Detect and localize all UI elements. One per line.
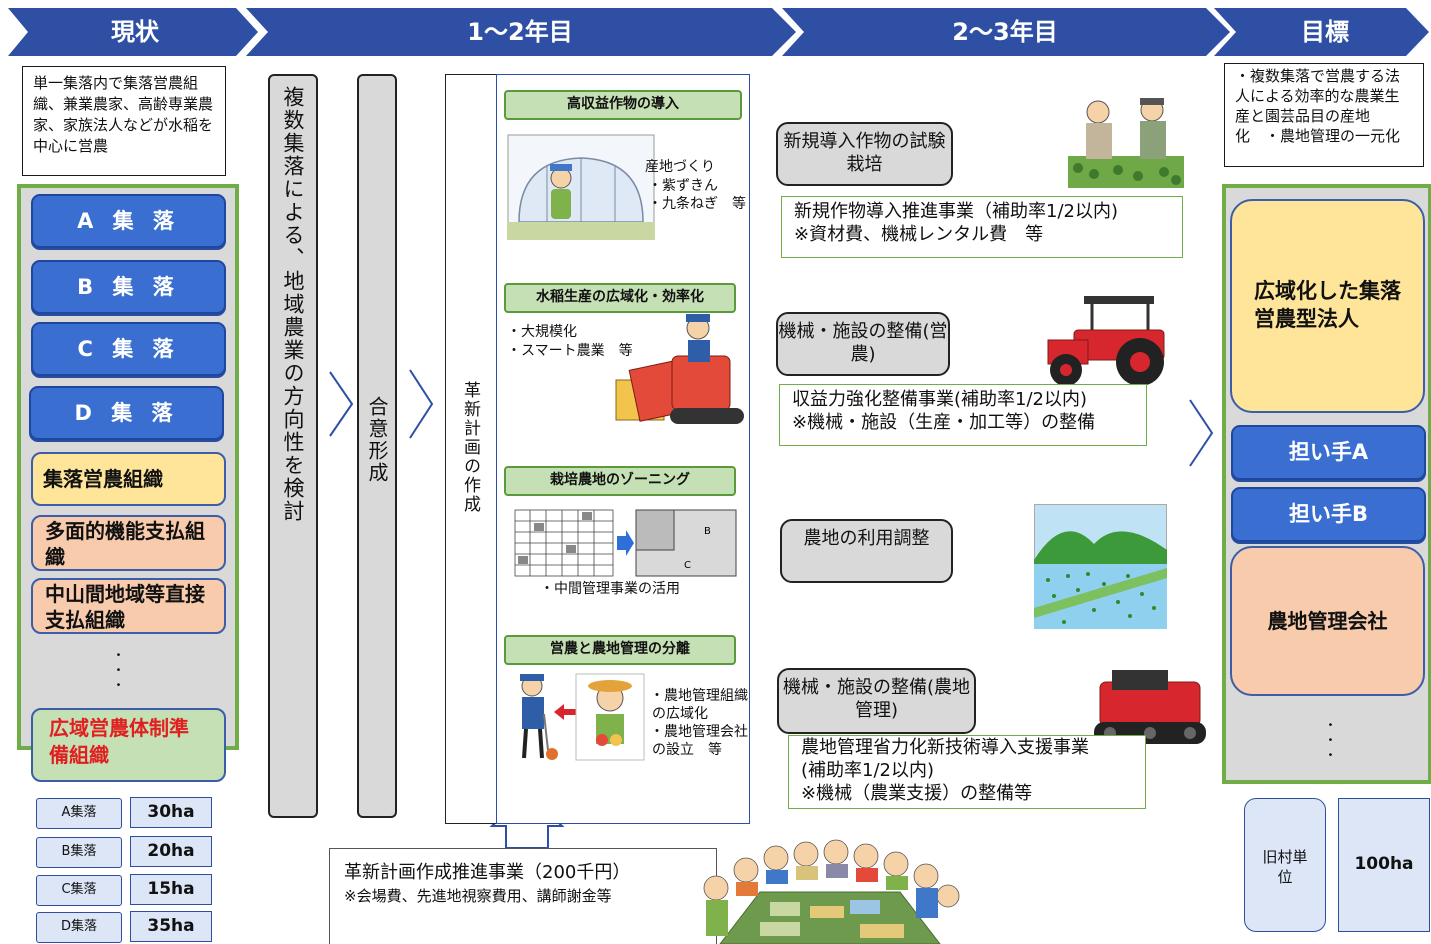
crops-line-1: 産地づくり bbox=[645, 159, 715, 175]
flow-chevron-2 bbox=[409, 369, 434, 439]
tractor-illustration bbox=[1047, 296, 1165, 386]
mountain-box: 中山間地域等直接支払組織 bbox=[31, 578, 226, 634]
labor-saving-detail-line-1: 農地管理省力化新技術導入支援事業 bbox=[801, 737, 1089, 758]
goal-description: ・複数集落で営農する法人による効率的な農業生産と園芸品目の産地化 ・農地管理の一… bbox=[1224, 63, 1424, 167]
stage-arrow-year12 bbox=[246, 8, 796, 56]
separation-line-4: の設立 等 bbox=[652, 742, 722, 758]
study-text: 複数集落による、地域農業の方向性を検討 bbox=[281, 86, 305, 523]
goal-dots: ・・・ bbox=[1321, 718, 1336, 763]
machine-farming-box: 機械・施設の整備(営農) bbox=[776, 312, 950, 376]
stage-arrow-year23 bbox=[782, 8, 1230, 56]
separation-line-2: の広域化 bbox=[652, 706, 708, 722]
profit-detail-line-1: 収益力強化整備事業(補助率1/2以内) bbox=[792, 389, 1088, 410]
leader-a-box: 担い手A bbox=[1231, 425, 1426, 480]
greenhouse-illustration bbox=[507, 134, 655, 240]
current-description: 単一集落内で集落営農組織、兼業農家、高齢専業農家、家族法人などが水稲を中心に営農 bbox=[22, 66, 226, 176]
profit-detail: 収益力強化整備事業(補助率1/2以内) ※機械・施設（生産・加工等）の整備 bbox=[779, 384, 1147, 446]
new-crop-detail: 新規作物導入推進事業（補助率1/2以内) ※資材費、機械レンタル費 等 bbox=[781, 196, 1183, 258]
trial-cultivation-box: 新規導入作物の試験栽培 bbox=[776, 122, 953, 186]
crops-line-2: ・紫ずきん bbox=[648, 178, 718, 194]
flow-chevron-3 bbox=[1189, 399, 1214, 467]
unit-box: 旧村単位 bbox=[1244, 798, 1326, 932]
area-label-b: B集落 bbox=[36, 837, 122, 868]
stage-label-goal: 目標 bbox=[1301, 18, 1349, 46]
labor-saving-detail: 農地管理省力化新技術導入支援事業 (補助率1/2以内) ※機械（農業支援）の整備… bbox=[788, 735, 1146, 809]
stage-label-year12: 1～2年目 bbox=[467, 18, 573, 46]
labor-saving-detail-line-2: (補助率1/2以内) bbox=[801, 760, 935, 781]
area-value-d: 35ha bbox=[130, 911, 212, 942]
separation-line-1: ・農地管理組織 bbox=[650, 688, 748, 704]
separation-illustration bbox=[520, 673, 645, 761]
support-box: 革新計画作成推進事業（200千円） ※会場費、先進地視察費用、講師謝金等 bbox=[329, 848, 717, 944]
unit-value-box: 100ha bbox=[1338, 798, 1430, 932]
consensus-column: 合意形成 bbox=[357, 74, 397, 818]
section-title-rice: 水稲生産の広域化・効率化 bbox=[504, 283, 736, 313]
area-value-b: 20ha bbox=[130, 836, 212, 867]
land-adjustment-box: 農地の利用調整 bbox=[780, 519, 953, 583]
meeting-illustration bbox=[703, 839, 960, 944]
separation-line-3: ・農地管理会社 bbox=[650, 724, 748, 740]
village-c: C 集 落 bbox=[31, 322, 226, 376]
area-value-a: 30ha bbox=[130, 797, 212, 828]
land-company-box: 農地管理会社 bbox=[1230, 546, 1425, 696]
support-note: ※会場費、先進地視察費用、講師謝金等 bbox=[344, 887, 612, 905]
village-a: A 集 落 bbox=[31, 194, 226, 248]
rice-line-1: ・大規模化 bbox=[507, 324, 577, 340]
svg-text:B: B bbox=[704, 526, 711, 537]
new-crop-detail-line-2: ※資材費、機械レンタル費 等 bbox=[794, 224, 1044, 245]
support-title: 革新計画作成推進事業（200千円） bbox=[344, 862, 631, 883]
plan-text: 革新計画の作成 bbox=[460, 381, 480, 514]
stage-arrow-current bbox=[8, 8, 258, 56]
current-dots: ・・・ bbox=[109, 648, 124, 693]
consensus-text: 合意形成 bbox=[365, 396, 389, 484]
machine-land-box: 機械・施設の整備(農地管理) bbox=[777, 668, 976, 734]
area-label-c: C集落 bbox=[36, 875, 122, 906]
flow-chevron-1 bbox=[329, 371, 354, 437]
area-value-c: 15ha bbox=[130, 874, 212, 905]
paddy-illustration bbox=[1034, 504, 1167, 629]
crops-line-3: ・九条ねぎ 等 bbox=[648, 196, 746, 212]
area-label-a: A集落 bbox=[36, 798, 122, 829]
svg-text:C: C bbox=[684, 560, 691, 571]
harvester-illustration bbox=[615, 314, 744, 424]
org-farming-box: 集落営農組織 bbox=[31, 452, 226, 506]
village-d: D 集 落 bbox=[29, 386, 224, 440]
stage-label-year23: 2～3年目 bbox=[952, 18, 1058, 46]
farmers-illustration bbox=[1068, 98, 1184, 188]
section-title-separation: 営農と農地管理の分離 bbox=[504, 635, 736, 665]
zoning-illustration: B C bbox=[514, 509, 737, 577]
study-column: 複数集落による、地域農業の方向性を検討 bbox=[268, 74, 318, 818]
section-title-zoning: 栽培農地のゾーニング bbox=[504, 466, 736, 496]
mower-illustration bbox=[1094, 670, 1206, 744]
wide-area-box: 広域営農体制準備組織 bbox=[31, 708, 226, 782]
plan-column: 革新計画の作成 bbox=[445, 74, 497, 824]
village-b: B 集 落 bbox=[31, 260, 226, 314]
rice-line-2: ・スマート農業 等 bbox=[507, 343, 633, 359]
leader-b-box: 担い手B bbox=[1231, 487, 1426, 542]
labor-saving-detail-line-3: ※機械（農業支援）の整備等 bbox=[801, 783, 1033, 804]
section-title-crops: 高収益作物の導入 bbox=[504, 90, 742, 120]
zoning-line-1: ・中間管理事業の活用 bbox=[540, 581, 680, 597]
area-label-d: D集落 bbox=[36, 912, 122, 943]
profit-detail-line-2: ※機械・施設（生産・加工等）の整備 bbox=[792, 412, 1096, 433]
stage-arrow-goal bbox=[1214, 8, 1429, 56]
corporation-box: 広域化した集落営農型法人 bbox=[1230, 199, 1425, 413]
stage-label-current: 現状 bbox=[111, 18, 159, 46]
multi-function-box: 多面的機能支払組織 bbox=[31, 515, 226, 571]
new-crop-detail-line-1: 新規作物導入推進事業（補助率1/2以内) bbox=[794, 201, 1118, 222]
